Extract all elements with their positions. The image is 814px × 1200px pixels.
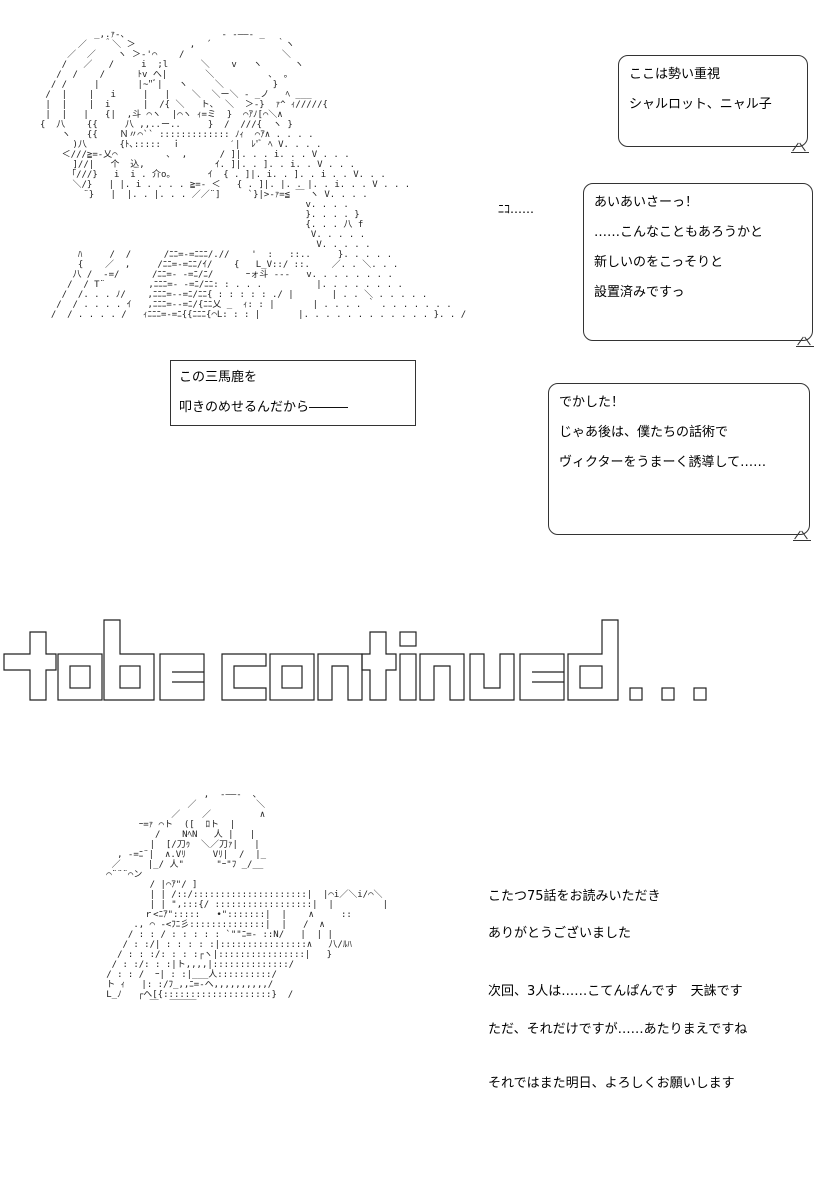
caption-box: この三馬鹿を 叩きのめせるんだから――― [170,360,416,426]
bubble-1-line-1: ここは勢い重視 [629,67,721,82]
bubble-tail-icon [793,530,811,541]
bubble-tail-icon [791,142,809,153]
bubble-tail-icon [796,336,814,347]
bubble-3-line-2: じゃあ後は、僕たちの話術で [559,425,729,440]
bubble-2-line-3: 新しいのをこっそりと [594,255,724,270]
narration-line-2: ありがとうございました [488,926,632,941]
narration-line-3: 次回、3人は……こてんぱんです 天誅です [488,984,743,999]
bubble-2-line-2: ……こんなこともあろうかと [594,225,764,240]
bubble-2-line-1: あいあいさーっ！ [594,195,699,210]
bubble-3-line-3: ヴィクターをうまーく誘導して…… [559,455,767,470]
bubble-1-line-2: シャルロット、ニャル子 [629,97,772,112]
to-be-continued-lettering [3,619,707,701]
sfx-text: ﾆｺ…… [498,202,535,216]
speech-bubble-3: でかした！ じゃあ後は、僕たちの話術で ヴィクターをうまーく誘導して…… [548,383,811,541]
speech-bubble-2: あいあいさーっ！ ……こんなこともあろうかと 新しいのをこっそりと 設置済みです… [583,183,814,347]
caption-line-2: 叩きのめせるんだから――― [179,400,349,415]
narration-line-4: ただ、それだけですが……あたりまえですね [488,1022,748,1037]
ascii-art-scene-top: _,.ｧ‐、 - ‐――- _ ／ ＾＼ ＞ , ´ ｀ヽ ／ ／ ヽ ＞-'⌒… [40,30,467,320]
to-be-continued-banner: to be continued... [0,610,814,720]
speech-bubble-1: ここは勢い重視 シャルロット、ニャル子 [618,55,809,153]
bubble-2-line-4: 設置済みですっ [594,285,685,300]
ascii-art-character-bottom: , -――- 、 ／ ＼ ／ ／ ∧ ｰ=ｧ ⌒ト ([ ﾛト | / NﾍN … [106,790,389,1010]
narration-line-5: それではまた明日、よろしくお願いします [488,1076,735,1091]
bubble-3-line-1: でかした！ [559,395,625,410]
caption-line-1: この三馬鹿を [179,370,258,385]
narration-line-1: こたつ75話をお読みいただき [488,889,661,904]
